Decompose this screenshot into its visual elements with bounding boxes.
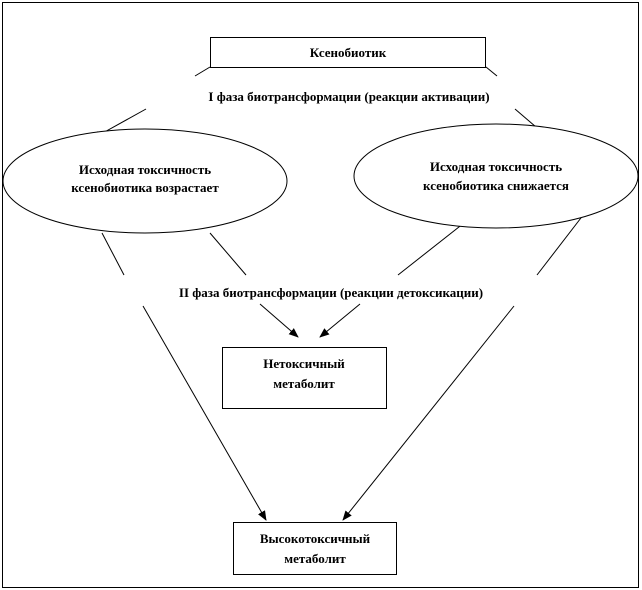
arrow-right-to-nontoxic <box>319 303 361 338</box>
hightoxic-node: Высокотоксичный метаболит <box>233 522 397 575</box>
right-ellipse-line2: ксенобиотика снижается <box>423 178 569 193</box>
phase1-label: I фаза биотрансформации (реакции активац… <box>208 89 489 104</box>
connector-right-inner <box>397 222 465 276</box>
arrow-left-to-nontoxic <box>259 303 299 338</box>
left-ellipse-line1: Исходная токсичность <box>79 162 211 177</box>
left-ellipse-node: Исходная токсичность ксенобиотика возрас… <box>2 128 288 234</box>
left-ellipse <box>2 128 288 234</box>
connector-xeno-right <box>485 66 498 77</box>
xenobiotic-box <box>210 37 486 68</box>
nontoxic-box <box>222 347 387 409</box>
hightoxic-box <box>233 522 397 575</box>
connector-xeno-left <box>194 66 211 77</box>
arrow-left-to-hightoxic <box>142 305 267 521</box>
phase2-label: II фаза биотрансформации (реакции детокс… <box>179 285 483 300</box>
arrow-right-to-hightoxic <box>342 305 515 521</box>
connector-left-inner <box>209 232 247 276</box>
left-ellipse-line2: ксенобиотика возрастает <box>71 180 219 195</box>
nontoxic-node: Нетоксичный метаболит <box>222 347 387 409</box>
connector-left-outer <box>101 232 125 276</box>
xenobiotic-label: Ксенобиотик <box>310 45 387 60</box>
hightoxic-line2: метаболит <box>284 551 346 566</box>
connector-right-outer <box>536 213 585 276</box>
nontoxic-line2: метаболит <box>273 376 335 391</box>
right-ellipse-line1: Исходная токсичность <box>430 159 562 174</box>
xenobiotic-node: Ксенобиотик <box>210 37 486 68</box>
right-ellipse-node: Исходная токсичность ксенобиотика снижае… <box>353 123 639 229</box>
nontoxic-line1: Нетоксичный <box>263 356 345 371</box>
hightoxic-line1: Высокотоксичный <box>260 531 371 546</box>
right-ellipse <box>353 123 639 229</box>
